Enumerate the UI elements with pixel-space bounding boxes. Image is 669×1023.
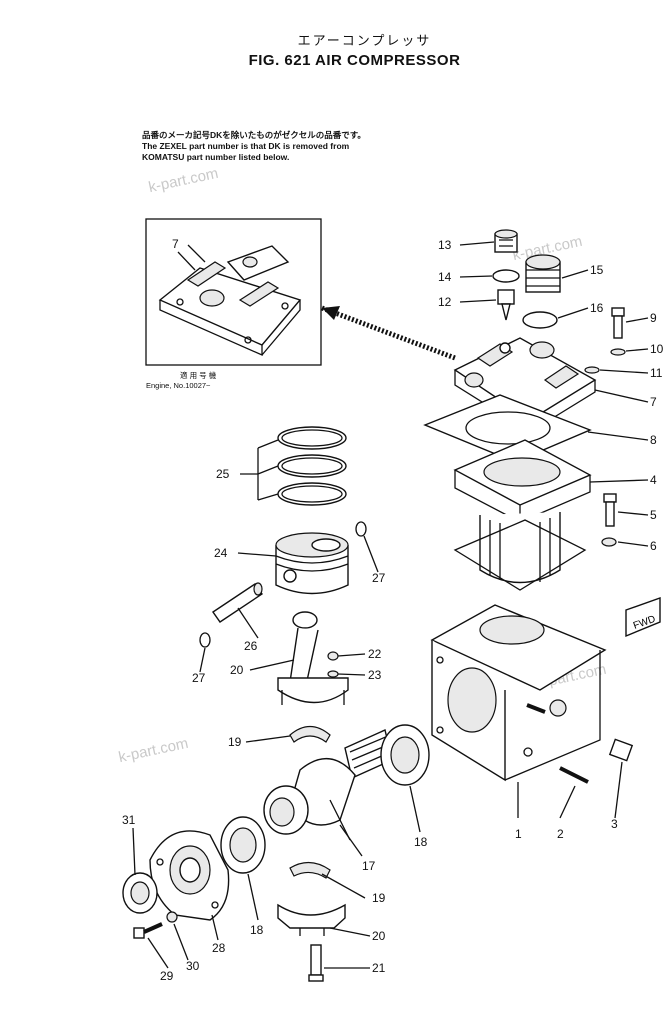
- inset-arrow: [321, 305, 456, 361]
- callout-25: 25: [216, 467, 230, 481]
- callout-11: 11: [650, 366, 663, 380]
- bolt-small: [526, 703, 546, 714]
- callout-6: 6: [650, 539, 657, 553]
- connecting-rod-20: [277, 611, 349, 705]
- bearing-18-right: [380, 724, 430, 786]
- callout-9: 9: [650, 311, 657, 325]
- bolt-21: [308, 944, 324, 982]
- callout-29: 29: [160, 969, 174, 983]
- note-line-en-2: KOMATSU part number listed below.: [142, 152, 290, 162]
- plug-3: [608, 738, 634, 762]
- callout-8: 8: [650, 433, 657, 447]
- bolt-5: [603, 493, 617, 527]
- note-line-en-1: The ZEXEL part number is that DK is remo…: [142, 141, 350, 151]
- callout-3: 3: [611, 817, 618, 831]
- callout-4: 4: [650, 473, 657, 487]
- inset-label-jp: 適 用 号 機: [180, 371, 217, 380]
- washer-14: [492, 269, 520, 283]
- bearing-18-left: [220, 816, 266, 874]
- gasket-8: [423, 394, 592, 463]
- stud-2: [559, 766, 589, 784]
- zexel-note: 品番のメーカ記号DKを除いたものがゼクセルの品番です。 The ZEXEL pa…: [142, 130, 442, 163]
- fwd-arrow: [625, 597, 661, 638]
- title-japanese: エアーコンプレッサ: [297, 33, 432, 48]
- callout-24: 24: [214, 546, 228, 560]
- inset-label-engine: Engine, No.10027~: [146, 381, 211, 390]
- callout-26: 26: [244, 639, 258, 653]
- washer-11: [584, 366, 600, 374]
- callout-27-lower: 27: [192, 671, 206, 685]
- washer-10: [610, 348, 626, 356]
- callout-21: 21: [372, 961, 386, 975]
- callout-19-lower: 19: [372, 891, 386, 905]
- plug-15: [525, 254, 561, 293]
- piston-pin-26: [212, 582, 263, 623]
- bearing-shell-19-upper: [289, 725, 331, 743]
- piston-24: [275, 532, 349, 595]
- crankshaft-17: [263, 729, 393, 841]
- callout-31: 31: [122, 813, 136, 827]
- note-line-jp: 品番のメーカ記号DKを除いたものがゼクセルの品番です。: [142, 130, 366, 140]
- callout-2: 2: [557, 827, 564, 841]
- callout-18-right: 18: [414, 835, 428, 849]
- snap-ring-27-lower: [199, 632, 211, 648]
- valve-12: [497, 289, 515, 321]
- callout-27-upper: 27: [372, 571, 386, 585]
- washer-30: [166, 911, 178, 923]
- callout-15: 15: [590, 263, 604, 277]
- inset-arrow-head: [322, 306, 340, 320]
- callout-7: 7: [650, 395, 657, 409]
- inset-box: [145, 218, 322, 366]
- bearing-shell-19-lower: [289, 861, 331, 879]
- callout-12: 12: [438, 295, 452, 309]
- callout-23: 23: [368, 668, 382, 682]
- snap-ring-27-upper: [355, 521, 367, 537]
- callout-5: 5: [650, 508, 657, 522]
- callout-19-upper: 19: [228, 735, 242, 749]
- callout-28: 28: [212, 941, 226, 955]
- callout-18-left: 18: [250, 923, 264, 937]
- gasket-16: [522, 311, 558, 329]
- callout-30: 30: [186, 959, 200, 973]
- bolt-29: [133, 922, 163, 939]
- leader-lines: [132, 241, 649, 969]
- cylinder-block-4: [453, 439, 592, 591]
- inset-cylinder-head: [158, 245, 302, 356]
- washer-23: [327, 670, 339, 678]
- bolt-9: [611, 307, 625, 339]
- callout-20-upper: 20: [230, 663, 244, 677]
- piston-rings-25: [277, 426, 347, 506]
- inset-callout-7: 7: [172, 237, 179, 251]
- oil-seal-31: [122, 872, 158, 914]
- callout-22: 22: [368, 647, 382, 661]
- nut-22: [327, 651, 339, 661]
- callout-14: 14: [438, 270, 452, 284]
- callout-10: 10: [650, 342, 664, 356]
- callout-17: 17: [362, 859, 376, 873]
- callout-13: 13: [438, 238, 452, 252]
- callout-20-lower: 20: [372, 929, 386, 943]
- washer-6: [601, 537, 617, 547]
- callout-16: 16: [590, 301, 604, 315]
- rod-cap-20: [277, 903, 346, 936]
- bearing-cover-28: [149, 830, 230, 921]
- valve-cap-13: [494, 229, 518, 253]
- callout-1: 1: [515, 827, 522, 841]
- crankcase-1: [430, 604, 607, 782]
- figure-title: FIG. 621 AIR COMPRESSOR: [248, 52, 461, 69]
